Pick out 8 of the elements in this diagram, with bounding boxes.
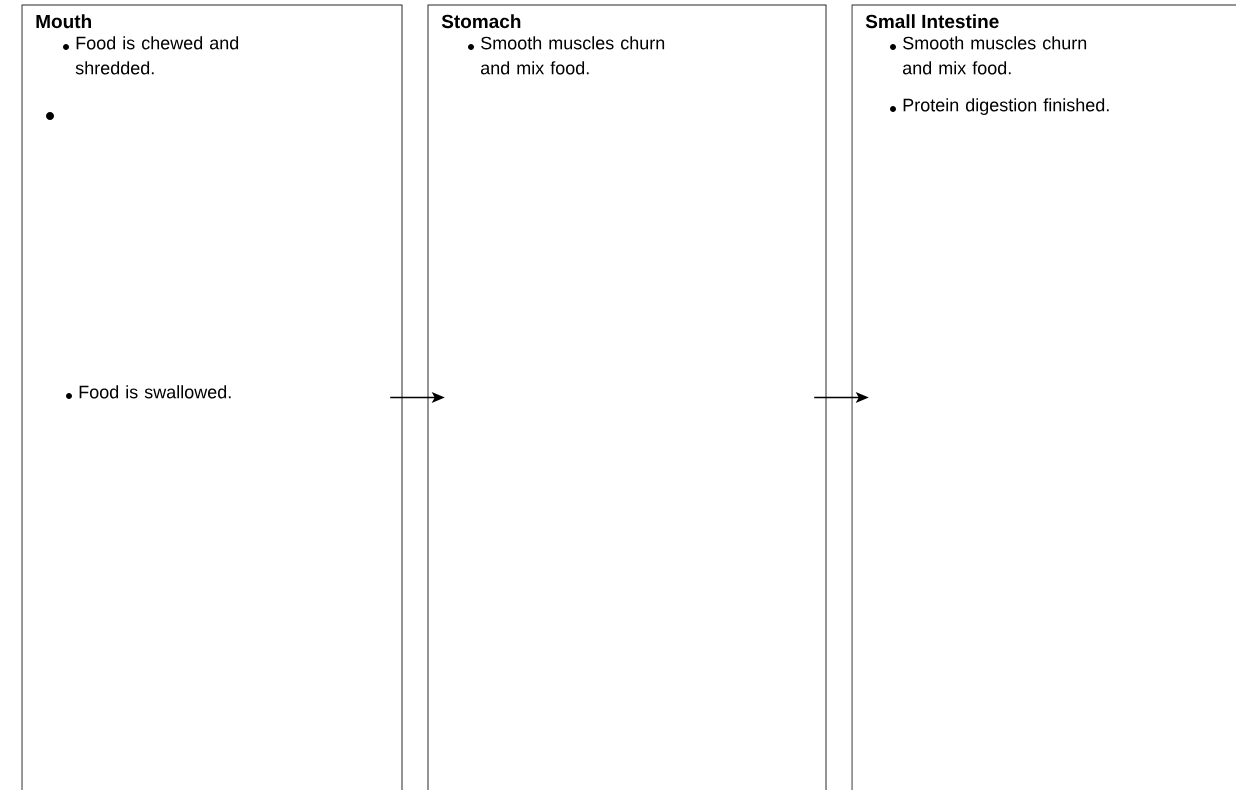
bullet-item: Smooth muscles churn and mix food.	[903, 36, 1087, 75]
bullet-item: Food is chewed and shredded.	[75, 36, 239, 75]
bullet-item: Smooth muscles churn and mix food.	[481, 36, 665, 75]
heading: Mouth	[36, 14, 91, 29]
bullet-item: Protein digestion finished.	[903, 98, 1109, 115]
bullet-item: Food is swallowed.	[79, 385, 231, 399]
heading: Small Intestine	[865, 14, 999, 29]
heading: Stomach	[441, 14, 521, 29]
